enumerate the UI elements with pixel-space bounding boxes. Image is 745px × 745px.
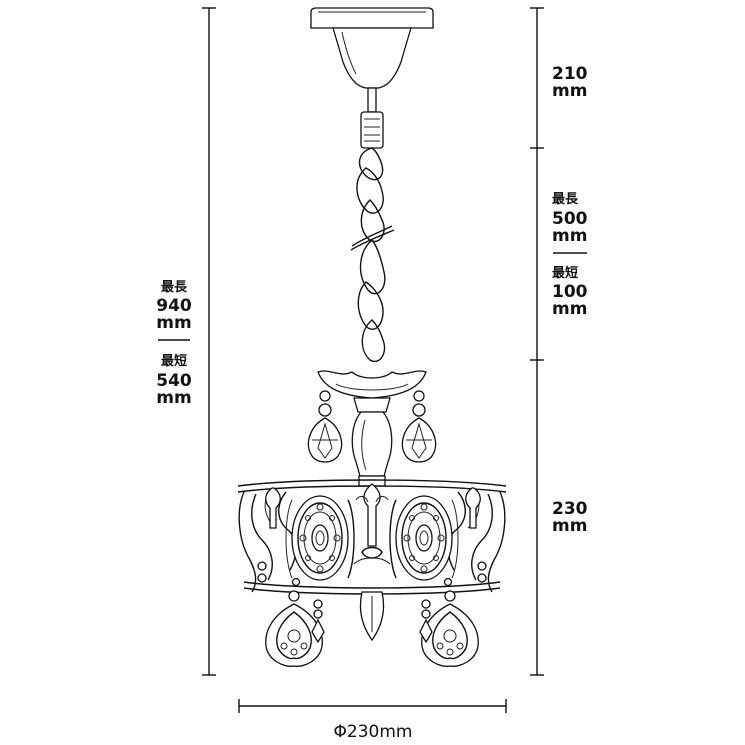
center-finial — [359, 591, 385, 642]
total-height-max-unit: mm — [156, 313, 191, 333]
total-height-min-value: 540 — [156, 371, 192, 391]
diameter-dimension-line — [238, 699, 507, 713]
chain-max-unit: mm — [552, 226, 587, 246]
chain-min-value: 100 — [552, 282, 588, 302]
total-height-max-label: 最長 — [161, 280, 188, 295]
chain — [350, 111, 395, 363]
chain-max-value: 500 — [552, 209, 588, 229]
body-height-unit: mm — [552, 516, 587, 536]
chain-length-label: 最長 500 mm 最短 100 mm — [552, 192, 588, 319]
body-height-label: 230 mm — [552, 499, 588, 536]
hanging-crystal-right-upper — [401, 390, 437, 463]
chain-min-unit: mm — [552, 299, 587, 319]
total-height-dimension-line — [202, 7, 216, 676]
frame-body — [237, 479, 507, 595]
canopy-height-value: 210 — [552, 64, 588, 84]
canopy-height-label: 210 mm — [552, 64, 588, 101]
body-height-value: 230 — [552, 499, 588, 519]
upper-cup — [317, 370, 427, 413]
total-height-max-value: 940 — [156, 296, 192, 316]
total-height-min-label: 最短 — [161, 353, 187, 369]
hanging-crystal-left-lower — [265, 590, 325, 667]
chain-min-label: 最短 — [552, 265, 578, 281]
total-height-min-unit: mm — [156, 388, 191, 408]
hanging-crystal-right-lower — [419, 590, 479, 667]
diameter-label: Φ230mm — [334, 722, 413, 742]
total-height-label: 最長 940 mm 最短 540 mm — [156, 280, 192, 408]
chain-max-label: 最長 — [552, 192, 579, 207]
canopy-height-unit: mm — [552, 81, 587, 101]
hanging-crystal-left-upper — [307, 390, 343, 463]
ceiling-canopy — [310, 7, 434, 113]
right-dimension-line — [530, 7, 544, 676]
center-column — [351, 411, 393, 487]
